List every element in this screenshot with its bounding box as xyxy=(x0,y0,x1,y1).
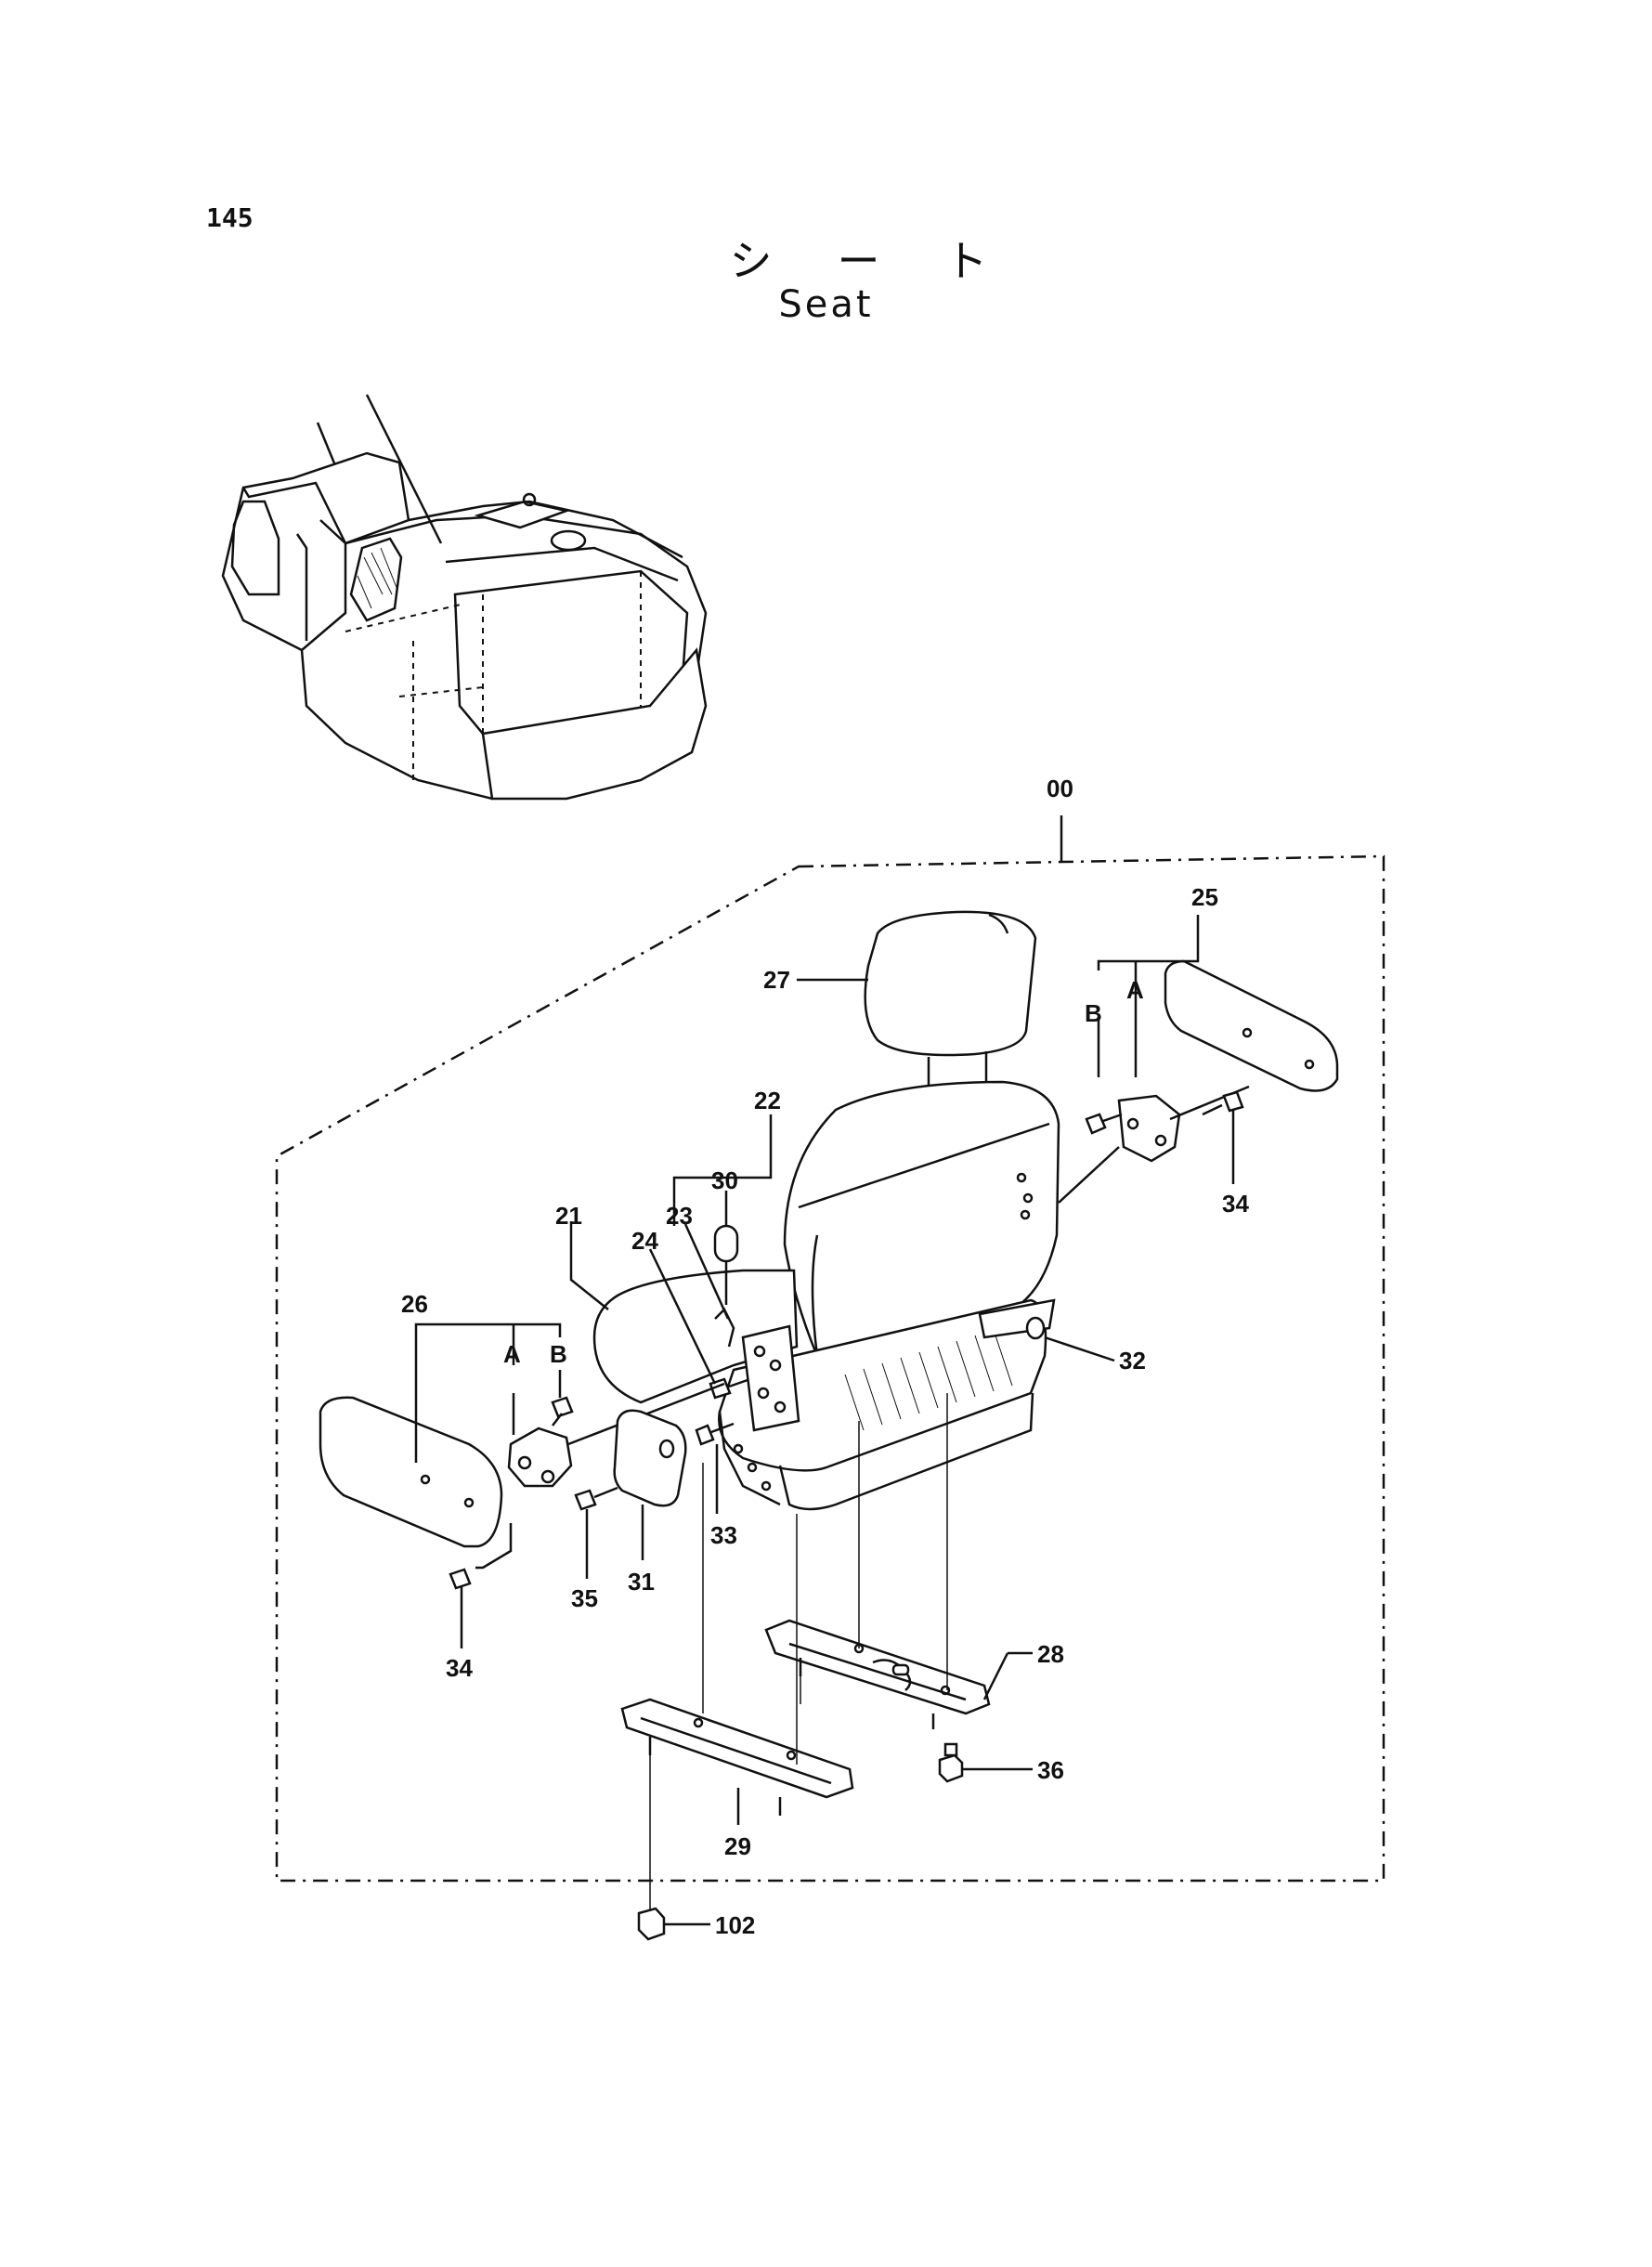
ref-a-right: A xyxy=(1126,976,1144,1004)
excavator-location-illustration xyxy=(221,394,708,801)
assembly-boundary xyxy=(275,854,1385,1883)
ref-b-left: B xyxy=(550,1340,567,1368)
seat-location-marker xyxy=(349,537,403,622)
page-title-english: Seat xyxy=(778,283,874,326)
bolt-33 xyxy=(695,1422,735,1446)
nut-102 xyxy=(637,1907,666,1941)
callout-26: 26 xyxy=(401,1290,428,1318)
bolt-24 xyxy=(709,1377,748,1400)
seat-cushion xyxy=(592,1269,1056,1511)
backrest xyxy=(783,1080,1060,1358)
page-title-japanese: シート xyxy=(729,236,1053,286)
callout-30: 30 xyxy=(711,1166,738,1194)
ref-a-left: A xyxy=(503,1340,521,1368)
callout-31: 31 xyxy=(628,1568,655,1596)
callout-25: 25 xyxy=(1191,883,1218,911)
bolt-34-right xyxy=(1202,1090,1244,1138)
nut-36 xyxy=(938,1742,964,1783)
callout-29: 29 xyxy=(724,1832,751,1860)
callout-28: 28 xyxy=(1037,1640,1064,1668)
seat-rail-right xyxy=(764,1619,991,1729)
headrest xyxy=(864,910,1037,1087)
alignment-lines xyxy=(649,1393,948,1911)
callout-32: 32 xyxy=(1119,1347,1146,1375)
armrest-right xyxy=(1164,959,1339,1092)
callout-34-left: 34 xyxy=(446,1654,473,1682)
callout-27: 27 xyxy=(763,966,790,994)
bolt-34-left xyxy=(449,1568,472,1607)
armrest-bracket-right xyxy=(1085,1094,1181,1163)
armrest-left xyxy=(319,1396,503,1548)
recline-bracket xyxy=(714,1307,800,1432)
callout-22: 22 xyxy=(754,1087,781,1114)
washer-32 xyxy=(1025,1316,1046,1340)
callout-36: 36 xyxy=(1037,1756,1064,1784)
seat-rail-left xyxy=(620,1698,854,1816)
pad-31 xyxy=(613,1409,687,1507)
page-number: 145 xyxy=(206,202,254,233)
callout-35: 35 xyxy=(571,1584,598,1612)
callout-00: 00 xyxy=(1047,775,1073,802)
callout-33: 33 xyxy=(710,1521,737,1549)
callout-21: 21 xyxy=(555,1202,582,1230)
armrest-bracket-left xyxy=(507,1396,574,1488)
callout-24: 24 xyxy=(631,1227,658,1255)
callout-23: 23 xyxy=(666,1202,693,1230)
callout-102: 102 xyxy=(715,1911,755,1939)
callout-34-right: 34 xyxy=(1222,1190,1249,1218)
bolt-35 xyxy=(574,1486,618,1511)
ref-b-right: B xyxy=(1085,999,1102,1027)
